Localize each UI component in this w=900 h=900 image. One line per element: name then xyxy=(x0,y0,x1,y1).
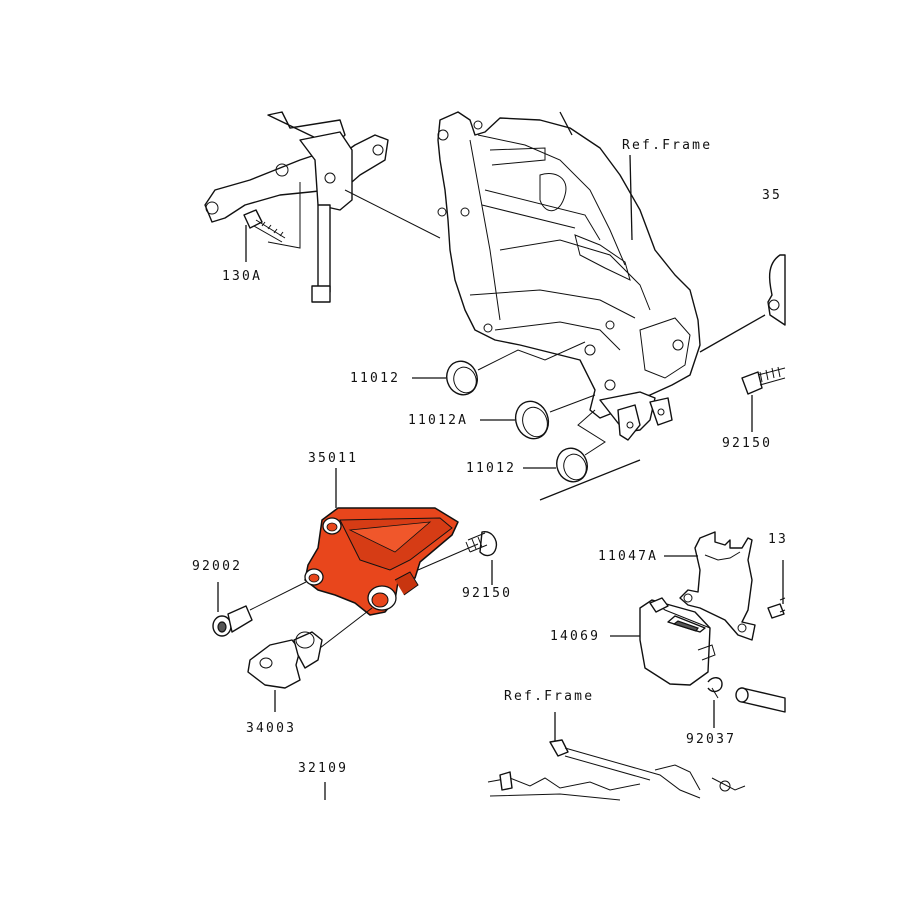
right-edge-parts xyxy=(741,254,786,432)
label-32109: 32109 xyxy=(298,761,349,776)
label-ref-frame-bottom: Ref.Frame xyxy=(504,689,595,704)
label-92037: 92037 xyxy=(686,732,737,747)
label-11012-first: 11012 xyxy=(350,371,401,386)
label-35011: 35011 xyxy=(308,451,359,466)
label-35-top: 35 xyxy=(762,188,783,203)
ecu-14069-drawing xyxy=(610,597,716,686)
bolt-92002-drawing xyxy=(212,581,307,637)
label-92150-right: 92150 xyxy=(722,436,773,451)
tube-drawing xyxy=(735,687,786,713)
label-13-right: 13 xyxy=(768,532,789,547)
label-92002: 92002 xyxy=(192,559,243,574)
bolt-92150-drawing xyxy=(417,531,498,585)
upper-bracket-drawing xyxy=(204,111,441,303)
frame-drawing xyxy=(437,111,766,501)
label-14069: 14069 xyxy=(550,629,601,644)
label-92150-mid: 92150 xyxy=(462,586,513,601)
bracket-35011-drawing xyxy=(304,468,459,616)
label-34003: 34003 xyxy=(246,721,297,736)
clip-92037-drawing xyxy=(707,677,723,728)
label-ref-frame-top: Ref.Frame xyxy=(622,138,713,153)
label-130a: 130A xyxy=(222,269,263,284)
bolt-13-drawing xyxy=(767,560,786,619)
cover-11047a-drawing xyxy=(664,531,756,641)
lower-frame-drawing xyxy=(487,712,746,801)
label-11012-second: 11012 xyxy=(466,461,517,476)
cap-parts xyxy=(412,341,606,483)
label-11012a: 11012A xyxy=(408,413,469,428)
pivot-34003-drawing xyxy=(247,607,373,712)
label-11047a: 11047A xyxy=(598,549,659,564)
